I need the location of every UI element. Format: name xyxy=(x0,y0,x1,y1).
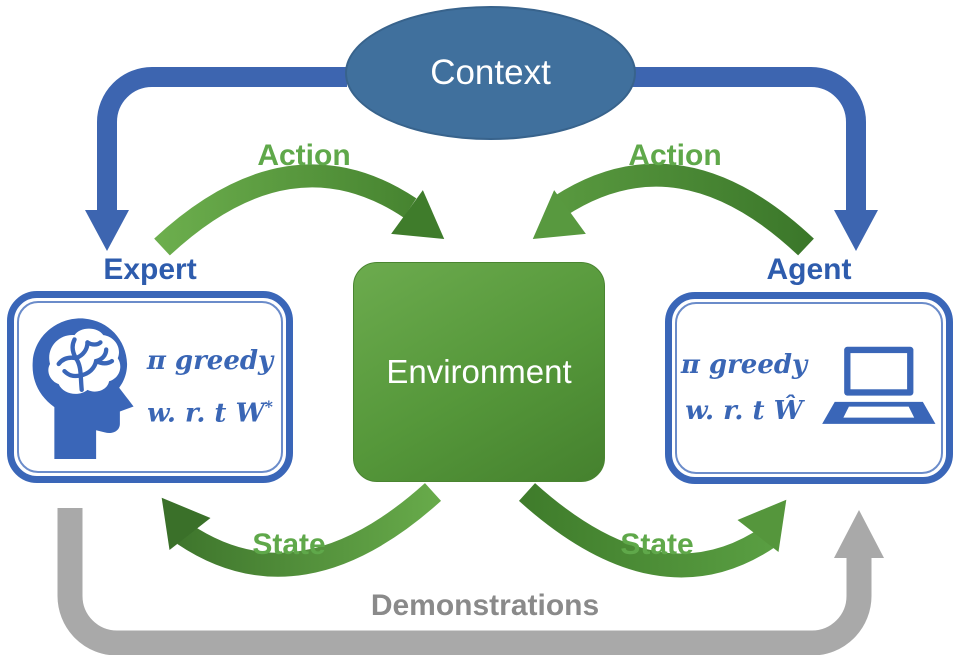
action-right-label: Action xyxy=(628,139,722,172)
state-right-arrow xyxy=(518,483,787,578)
environment-node: Environment xyxy=(353,262,605,482)
context-node: Context xyxy=(345,6,636,140)
agent-node: π greedy w. r. t Ŵ xyxy=(665,292,953,484)
state-left-label: State xyxy=(252,528,326,561)
expert-policy-line1: π greedy xyxy=(146,345,274,376)
agent-policy-line1: π greedy xyxy=(680,350,808,380)
action-left-arrow xyxy=(154,164,445,256)
context-label: Context xyxy=(430,53,551,92)
expert-policy-line2: w. r. t W* xyxy=(147,396,273,429)
w-star-superscript: * xyxy=(264,396,273,416)
context-to-expert-arrow xyxy=(85,67,347,251)
demonstrations-label: Demonstrations xyxy=(370,589,600,622)
agent-title: Agent xyxy=(766,253,852,286)
environment-label: Environment xyxy=(386,353,572,390)
demonstrations-arrow xyxy=(57,508,884,655)
action-left-label: Action xyxy=(257,139,351,172)
state-right-label: State xyxy=(620,528,694,561)
brain-head-icon xyxy=(32,318,134,459)
state-left-arrow xyxy=(161,483,442,577)
agent-policy: π greedy w. r. t Ŵ xyxy=(681,342,807,434)
expert-node: π greedy w. r. t W* xyxy=(7,291,293,483)
expert-title: Expert xyxy=(103,253,197,286)
laptop-icon xyxy=(822,346,936,424)
agent-policy-line2: w. r. t Ŵ xyxy=(685,396,803,426)
brain-branches xyxy=(56,337,114,393)
expert-policy: π greedy w. r. t W* xyxy=(147,338,273,437)
context-to-agent-arrow xyxy=(630,67,878,251)
action-right-arrow xyxy=(532,163,814,256)
